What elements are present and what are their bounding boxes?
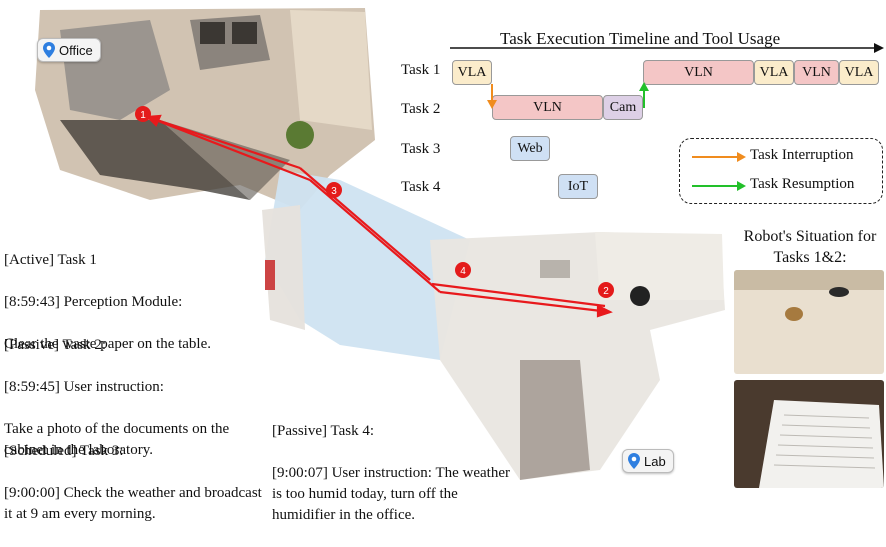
segment-task2-vln: VLN	[492, 95, 603, 120]
task4-text: [9:00:07] User instruction: The weather …	[272, 465, 510, 523]
marker-2-label: 2	[603, 286, 609, 297]
marker-1-label: 1	[140, 110, 146, 121]
timeline-axis	[450, 43, 884, 53]
task1-status: [Active] Task 1	[4, 252, 97, 268]
resumption-arrow	[639, 82, 649, 108]
segment-task3-web: Web	[510, 136, 550, 161]
task3-description: [Scheduled] Task 3: [9:00:00] Check the …	[4, 420, 262, 546]
path-arrowhead	[145, 114, 162, 127]
marker-1: 1	[135, 106, 151, 122]
task4-status: [Passive] Task 4:	[272, 423, 374, 439]
task2-status: [Passive] Task 2:	[4, 337, 106, 353]
documents-photo	[734, 380, 884, 488]
lab-pin: Lab	[622, 449, 674, 473]
row-label-task4: Task 4	[401, 179, 441, 195]
row-label-task1: Task 1	[401, 62, 441, 78]
row-label-task2: Task 2	[401, 101, 441, 117]
resumption-legend-arrow	[692, 181, 746, 191]
segment-task4-iot: IoT	[558, 174, 598, 199]
path-segment	[309, 179, 441, 293]
segment-task1-vla: VLA	[839, 60, 879, 85]
marker-3-label: 3	[331, 186, 337, 197]
location-pin-icon	[628, 453, 640, 469]
resumption-legend-label: Task Resumption	[750, 176, 855, 192]
mouse	[829, 287, 849, 297]
task1-text: Clear the waste paper on the table.	[4, 336, 211, 352]
row-label-task3: Task 3	[401, 141, 441, 157]
task1-time-source: [8:59:43] Perception Module:	[4, 294, 183, 310]
task4-description: [Passive] Task 4: [9:00:07] User instruc…	[272, 400, 512, 547]
path-segment	[439, 290, 611, 314]
map-illustration: 1 2 3 4	[35, 8, 725, 480]
path-segment	[147, 115, 311, 182]
timeline-legend: Task Interruption Task Resumption	[679, 138, 883, 204]
task2-time-source: [8:59:45] User instruction:	[4, 379, 164, 395]
interruption-legend-label: Task Interruption	[750, 147, 854, 163]
office-pin: Office	[37, 38, 101, 62]
task3-status: [Scheduled] Task 3:	[4, 443, 124, 459]
office-label: Office	[59, 42, 93, 58]
marker-4-label: 4	[460, 266, 466, 277]
task3-text: [9:00:00] Check the weather and broadcas…	[4, 485, 262, 522]
marker-4: 4	[455, 262, 471, 278]
path-segment	[431, 282, 606, 308]
location-pin-icon	[43, 42, 55, 58]
marker-2: 2	[598, 282, 614, 298]
timeline-arrowhead	[874, 43, 884, 53]
situation-title: Robot's Situation for Tasks 1&2:	[743, 228, 877, 266]
path-arrowhead	[596, 304, 613, 318]
task1-description: [Active] Task 1 [8:59:43] Perception Mod…	[4, 229, 259, 376]
waste-paper	[785, 307, 803, 321]
marker-3: 3	[326, 182, 342, 198]
path-segment	[299, 167, 431, 281]
corridor-point-cloud	[262, 170, 470, 360]
task2-description: [Passive] Task 2: [8:59:45] User instruc…	[4, 314, 262, 482]
segment-task1-vln: VLN	[794, 60, 839, 85]
lab-label: Lab	[644, 453, 666, 469]
interruption-legend-arrow	[692, 152, 746, 162]
path-segment	[147, 115, 301, 170]
segment-task2-cam: Cam	[603, 95, 643, 120]
timeline-title: Task Execution Timeline and Tool Usage	[500, 29, 781, 48]
table-photo	[734, 270, 884, 374]
task2-text: Take a photo of the documents on the cab…	[4, 421, 230, 458]
segment-task1-vla: VLA	[754, 60, 794, 85]
interruption-arrow	[487, 84, 497, 109]
segment-task1-vla: VLA	[452, 60, 492, 85]
segment-task1-vln: VLN	[643, 60, 754, 85]
robot-path	[145, 114, 613, 318]
